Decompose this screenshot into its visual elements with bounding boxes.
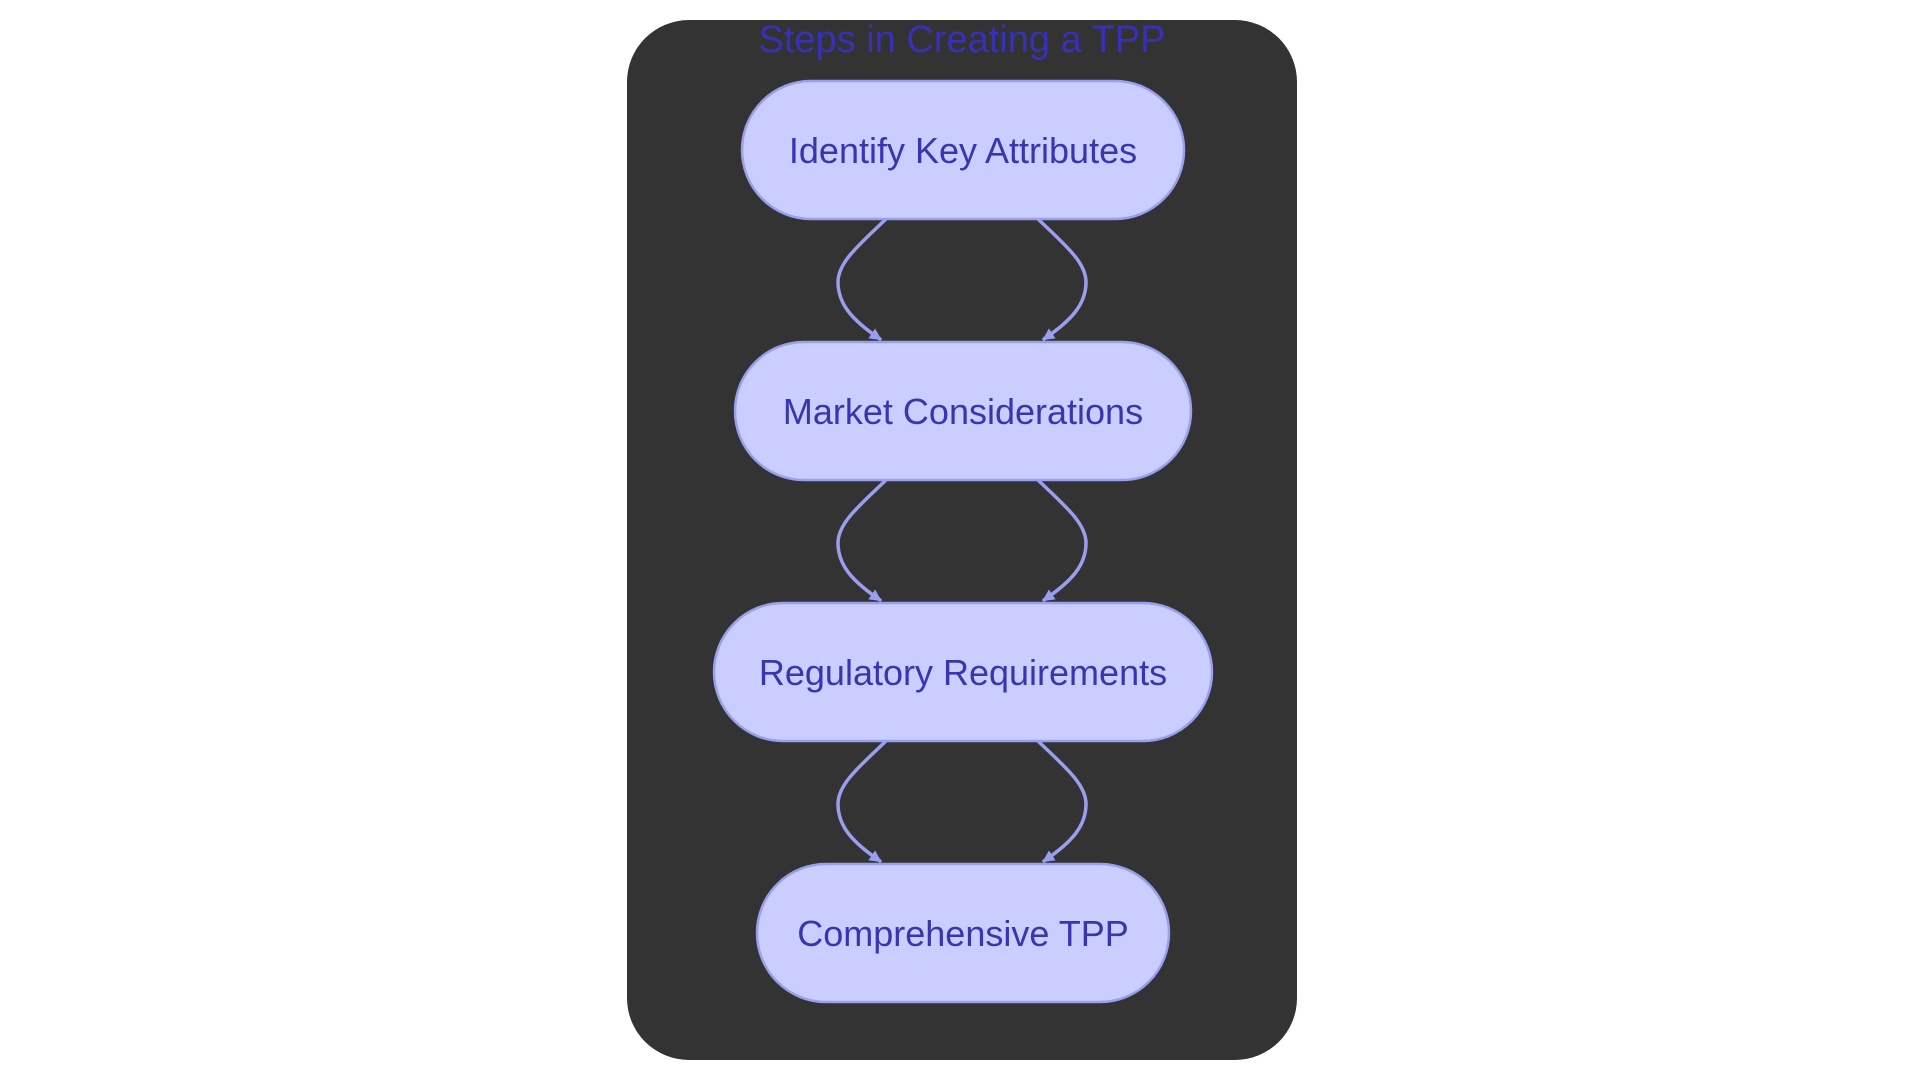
node-label: Regulatory Requirements [759,652,1167,693]
cluster-title: Steps in Creating a TPP [759,19,1166,61]
node-identify-key-attributes: Identify Key Attributes [740,79,1186,221]
edge-key-attributes-to-market-left [836,217,888,341]
node-shape [755,862,1171,1004]
node-regulatory-requirements: Regulatory Requirements [712,601,1214,743]
node-label: Comprehensive TPP [797,913,1129,954]
edge-group [836,217,1088,863]
node-shape [712,601,1214,743]
edge-market-to-regulatory-left [836,478,888,602]
node-label: Identify Key Attributes [789,130,1137,171]
edge-key-attributes-to-market-right [1036,217,1088,341]
node-shape [733,340,1193,482]
cluster-box [627,20,1297,1060]
edge-market-to-regulatory-right [1036,478,1088,602]
node-label: Market Considerations [783,391,1143,432]
edge-regulatory-to-tpp-right [1036,739,1088,863]
node-comprehensive-tpp: Comprehensive TPP [755,862,1171,1004]
edge-regulatory-to-tpp-left [836,739,888,863]
node-market-considerations: Market Considerations [733,340,1193,482]
node-shape [740,79,1186,221]
